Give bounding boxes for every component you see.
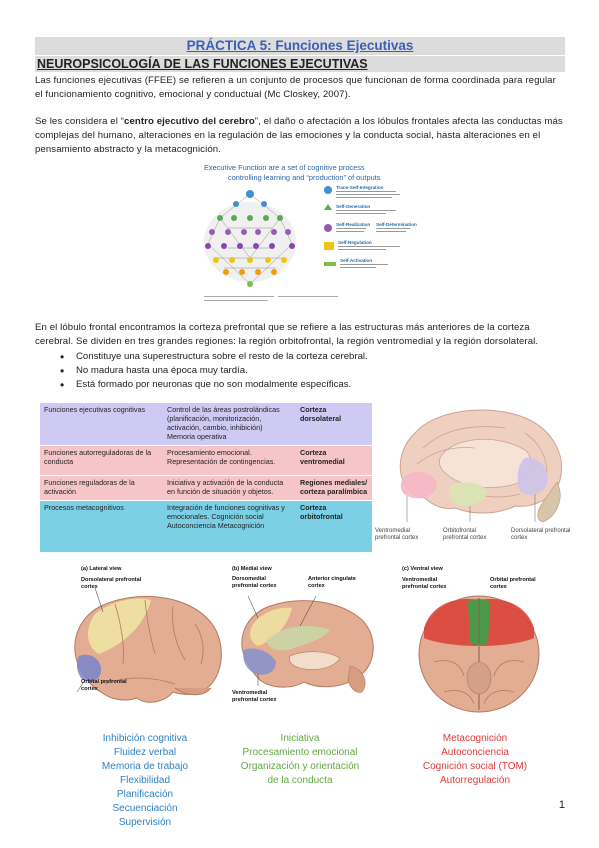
medial-view-title: (b) Medial view xyxy=(232,566,272,572)
cognitive-functions-list: Inhibición cognitiva Fluidez verbal Memo… xyxy=(80,732,210,830)
bullet-item: Está formado por neuronas que no son mod… xyxy=(60,378,368,392)
medial-view-figure: (b) Medial view Dorsomedial prefrontal c… xyxy=(230,566,380,716)
lateral-view-figure: (a) Lateral view Dorsolateral prefrontal… xyxy=(55,566,230,716)
medial-label-dorsomedial: Dorsomedial prefrontal cortex xyxy=(232,576,277,589)
metacognitive-processes-list: Metacognición Autoconciencia Cognición s… xyxy=(400,732,550,788)
section-heading: NEUROPSICOLOGÍA DE LAS FUNCIONES EJECUTI… xyxy=(35,56,565,72)
brain-label-orbitofrontal: Orbitofrontal prefrontal cortex xyxy=(443,528,487,541)
list-item: Memoria de trabajo xyxy=(101,761,189,772)
bullet-item: Constituye una superestructura sobre el … xyxy=(60,350,368,364)
brain-label-ventromedial: Ventromedial prefrontal cortex xyxy=(375,528,419,541)
list-item: Fluidez verbal xyxy=(113,747,177,758)
list-item: Procesamiento emocional xyxy=(242,747,358,758)
list-item: Flexibilidad xyxy=(119,775,171,786)
regulation-functions-list: Iniciativa Procesamiento emocional Organ… xyxy=(215,732,385,788)
functions-table: Funciones ejecutivas cognitivas Control … xyxy=(40,403,372,553)
list-item: Secuenciación xyxy=(112,803,178,814)
intro-paragraph: Las funciones ejecutivas (FFEE) se refie… xyxy=(35,75,556,100)
list-item: Planificación xyxy=(116,789,174,800)
list-item: Inhibición cognitiva xyxy=(102,733,188,744)
lateral-view-title: (a) Lateral view xyxy=(81,566,122,572)
executive-center-paragraph: Se les considera el “centro ejecutivo de… xyxy=(35,116,563,155)
ventral-view-figure: (c) Ventral view Ventromedial prefrontal… xyxy=(400,566,560,716)
bullet-list: Constituye una superestructura sobre el … xyxy=(60,350,368,392)
ventral-view-title: (c) Ventral view xyxy=(402,566,443,572)
medial-label-ventromedial: Ventromedial prefrontal cortex xyxy=(232,690,277,703)
lateral-label-dorsolateral: Dorsolateral prefrontal cortex xyxy=(81,577,142,590)
list-item: Autoconciencia xyxy=(441,747,509,758)
list-item: Metacognición xyxy=(442,733,508,744)
prefrontal-paragraph: En el lóbulo frontal encontramos la cort… xyxy=(35,322,539,347)
table-row: Funciones ejecutivas cognitivas Control … xyxy=(40,403,372,446)
svg-text:Trans-Self-Integration: Trans-Self-Integration xyxy=(336,185,384,190)
svg-text:Executive Function are a set o: Executive Function are a set of cognitiv… xyxy=(204,163,365,172)
svg-text:Self-Realization: Self-Realization xyxy=(336,222,370,227)
list-item: Iniciativa xyxy=(280,733,320,744)
page-number: 1 xyxy=(558,799,565,811)
bullet-item: No madura hasta una época muy tardía. xyxy=(60,364,368,378)
svg-text:Self-Activation: Self-Activation xyxy=(340,258,372,263)
list-item: Cognición social (TOM) xyxy=(422,761,528,772)
table-row: Procesos metacognitivos Integración de f… xyxy=(40,500,372,553)
list-item: Organización y orientación xyxy=(240,761,360,772)
svg-text:controlling learning and “prod: controlling learning and “production” of… xyxy=(228,173,381,182)
ventral-label-orbital: Orbital prefrontal cortex xyxy=(490,577,536,590)
svg-text:Self-Regulation: Self-Regulation xyxy=(338,240,372,245)
table-row: Funciones autorreguladoras de la conduct… xyxy=(40,445,372,476)
medial-brain-illustration: Ventromedial prefrontal cortex Orbitofro… xyxy=(375,398,575,550)
page-title: PRÁCTICA 5: Funciones Ejecutivas xyxy=(35,37,565,55)
executive-function-figure: Executive Function are a set of cognitiv… xyxy=(198,158,424,310)
network-diagram xyxy=(204,190,296,287)
brain-label-dorsolateral: Dorsolateral prefrontal cortex xyxy=(511,528,571,541)
lateral-label-orbital: Orbital prefrontal cortex xyxy=(81,679,127,692)
table-row: Funciones reguladoras de la activación I… xyxy=(40,475,372,501)
svg-text:Self-Generation: Self-Generation xyxy=(336,204,370,209)
list-item: Supervisión xyxy=(118,817,172,828)
svg-text:Self-Determination: Self-Determination xyxy=(376,222,417,227)
list-item: de la conducta xyxy=(267,775,333,786)
list-item: Autorregulación xyxy=(439,775,511,786)
medial-label-anterior-cingulate: Anterior cingulate cortex xyxy=(308,576,356,589)
ventral-label-ventromedial: Ventromedial prefrontal cortex xyxy=(402,577,447,590)
